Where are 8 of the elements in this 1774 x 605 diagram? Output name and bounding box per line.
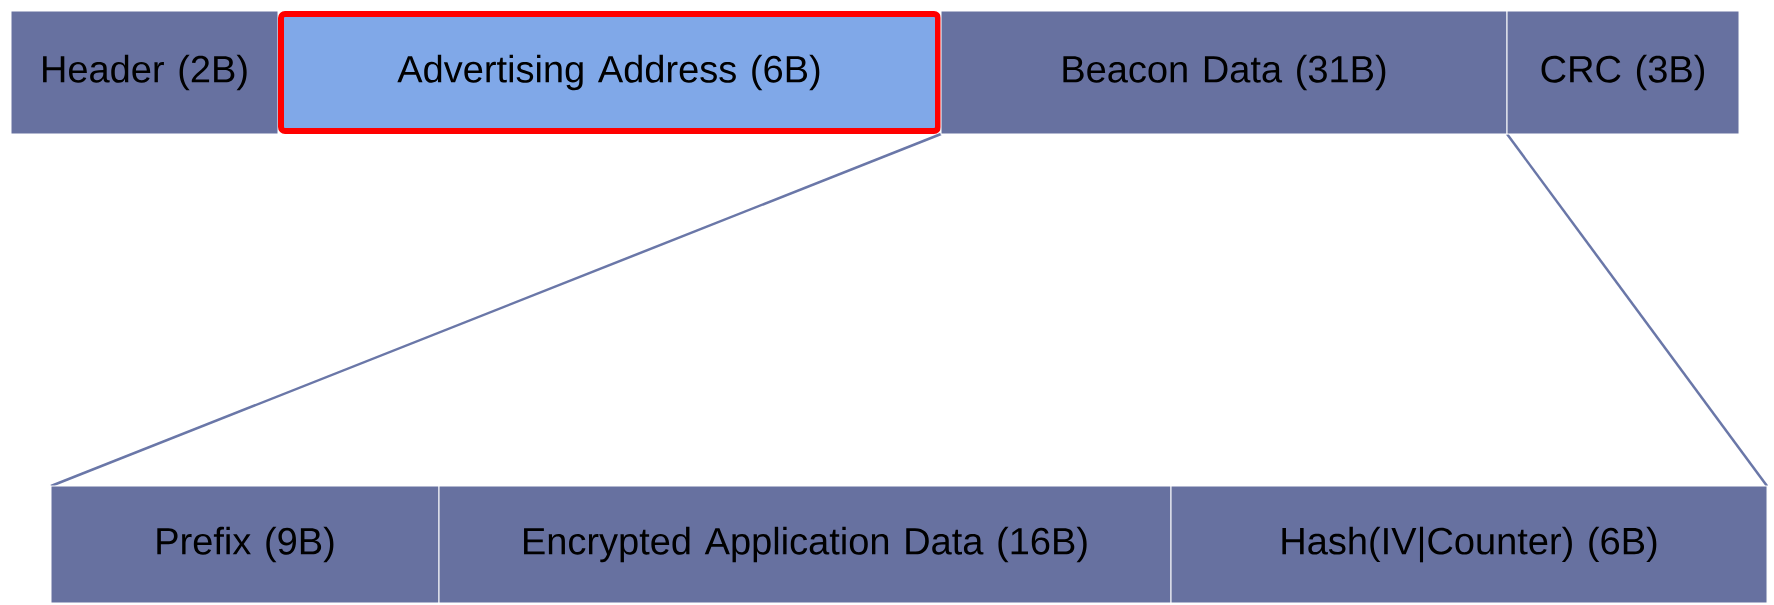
zoom-line bbox=[50, 132, 942, 488]
zoom-line bbox=[1506, 133, 1769, 487]
field-box: Hash(IV|Counter) (6B) bbox=[1170, 485, 1768, 604]
highlighted-field-box: Advertising Address (6B) bbox=[278, 11, 941, 134]
field-box: CRC (3B) bbox=[1506, 10, 1740, 135]
field-box: Encrypted Application Data (16B) bbox=[438, 485, 1172, 604]
field-box: Header (2B) bbox=[10, 10, 279, 135]
field-box: Prefix (9B) bbox=[50, 485, 440, 604]
